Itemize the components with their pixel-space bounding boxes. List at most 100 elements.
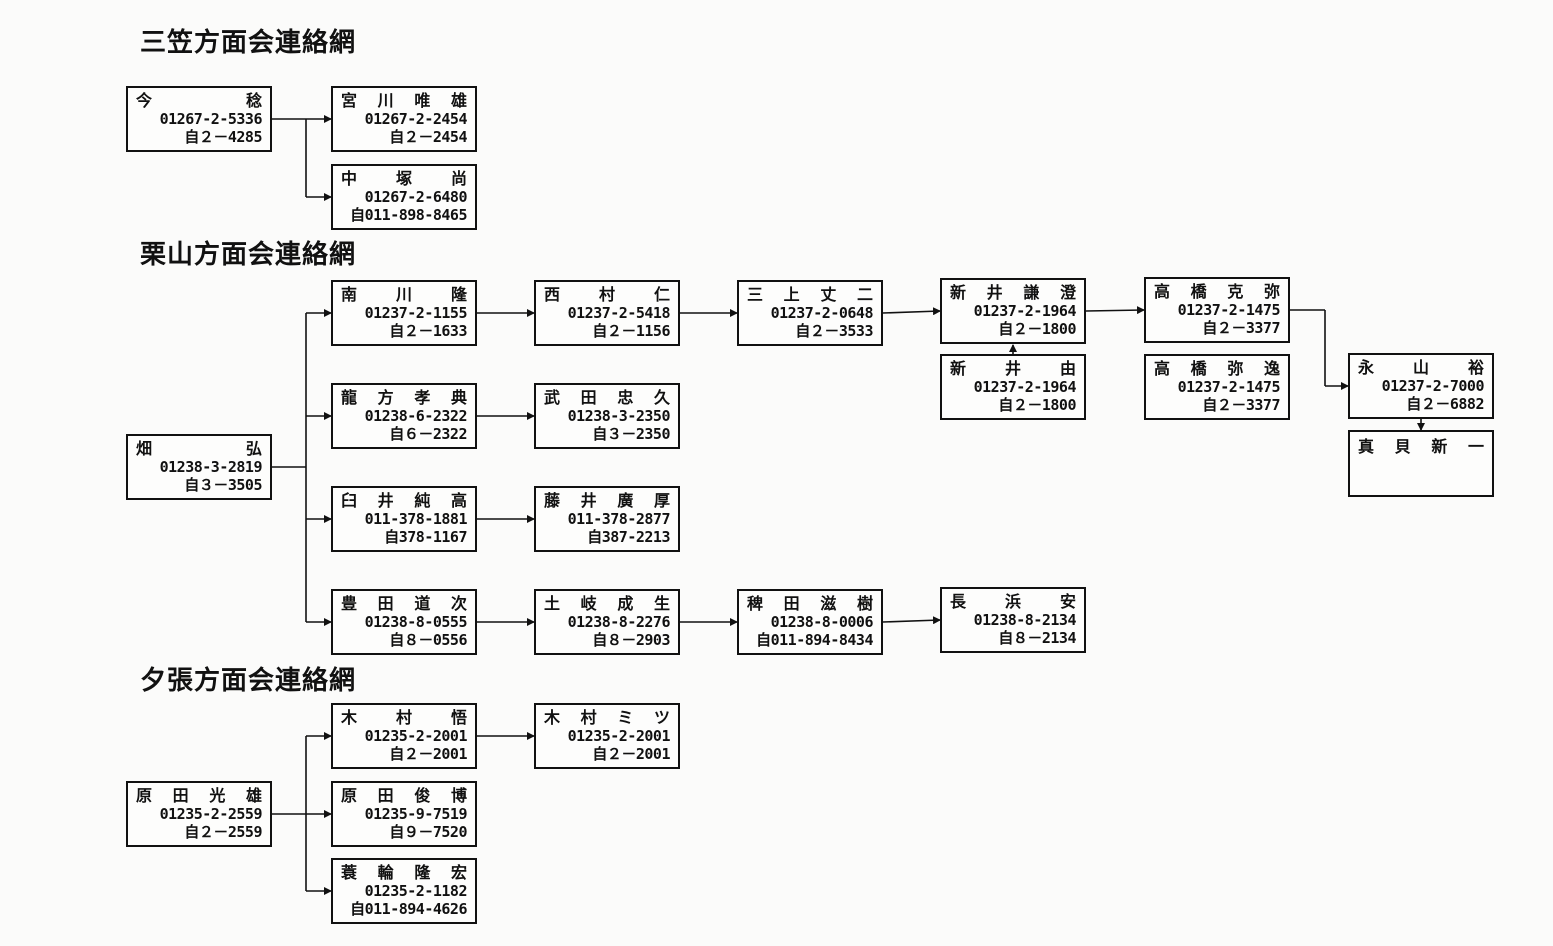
phone-number: 01267-2-2454 [364,110,468,128]
name-char: 尚 [450,169,467,188]
phone-number: 01237-2-1155 [364,304,468,322]
home-phone-number: 自２－1800 [998,320,1076,338]
name-char: 高 [1154,282,1171,301]
name-char: 川 [395,285,412,304]
home-phone-number: 自２－2001 [592,745,670,763]
name-char: 畑 [136,439,153,458]
home-phone-number: 自２－4285 [184,128,262,146]
name-char: 孝 [414,388,431,407]
name-char: 樹 [856,594,873,613]
name-char: 忠 [617,388,634,407]
home-phone-number: 自２－3533 [795,322,873,340]
name-char: 田 [377,594,394,613]
name-char: 木 [341,708,358,727]
home-phone-number: 自２－2001 [389,745,467,763]
phone-number: 01235-9-7519 [364,805,468,823]
name-char: 井 [986,283,1003,302]
name-char: 川 [377,91,394,110]
contact-name: 西村仁 [544,285,670,304]
name-char: 武 [544,388,561,407]
home-phone-number: 自３－3505 [184,476,262,494]
name-char: 上 [783,285,800,304]
phone-number: 01237-2-1964 [973,302,1077,320]
contact-name: 土岐成生 [544,594,670,613]
name-char: 由 [1059,359,1076,378]
home-phone-number: 自３－2350 [592,425,670,443]
name-char: 裕 [1467,358,1484,377]
name-char: 唯 [414,91,431,110]
phone-number: 01238-3-2350 [567,407,671,425]
home-phone-number: 自８－2903 [592,631,670,649]
name-char: 長 [950,592,967,611]
phone-number: 01267-2-5336 [159,110,263,128]
name-char: 道 [414,594,431,613]
name-char: 弘 [245,439,262,458]
home-phone-number: 自387-2213 [587,528,670,546]
contact-name: 今稔 [136,91,262,110]
name-char: 塚 [395,169,412,188]
name-char: 井 [1004,359,1021,378]
home-phone-number: 自011-894-8434 [756,631,873,649]
name-char: 田 [377,786,394,805]
home-phone-number: 自８－2134 [998,629,1076,647]
phone-number: 01238-8-0006 [770,613,874,631]
phone-number: 011-378-2877 [567,510,671,528]
phone-number: 01235-2-1182 [364,882,468,900]
contact-name: 新井由 [950,359,1076,378]
name-char: 三 [747,285,764,304]
phone-number: 01235-2-2559 [159,805,263,823]
name-char: 新 [950,359,967,378]
contact-box-k9: 真貝新一 [1348,430,1494,497]
name-char: 稗 [747,594,764,613]
home-phone-number: 自011-894-4626 [350,900,467,918]
contact-name: 長浜安 [950,592,1076,611]
name-char: 西 [544,285,561,304]
contact-name: 高橋弥逸 [1154,359,1280,378]
name-char: 木 [544,708,561,727]
contact-name: 龍方孝典 [341,388,467,407]
contact-name: 中塚尚 [341,169,467,188]
phone-number: 01238-8-2134 [973,611,1077,629]
name-char: 山 [1412,358,1429,377]
contact-name: 原田俊博 [341,786,467,805]
name-char: 澄 [1059,283,1076,302]
phone-number: 011-378-1881 [364,510,468,528]
phone-number: 01237-2-1475 [1177,378,1281,396]
phone-number: 01237-2-1964 [973,378,1077,396]
name-char: 原 [341,786,358,805]
home-phone-number: 自６－2322 [389,425,467,443]
home-phone-number: 自８－0556 [389,631,467,649]
name-char: 弥 [1263,282,1280,301]
name-char: 典 [450,388,467,407]
connector-arrow [882,307,941,316]
section-title-mikasa: 三笠方面会連絡網 [140,28,357,58]
phone-number: 01237-2-7000 [1381,377,1485,395]
home-phone-number: 自２－1156 [592,322,670,340]
home-phone-number: 自２－1800 [998,396,1076,414]
name-char: 純 [414,491,431,510]
name-char: 雄 [450,91,467,110]
name-char: 弥 [1227,359,1244,378]
name-char: 方 [377,388,394,407]
contact-name: 藤井廣厚 [544,491,670,510]
contact-name: 稗田滋樹 [747,594,873,613]
name-char: 田 [783,594,800,613]
contact-name: 南川隆 [341,285,467,304]
name-char: ツ [653,708,670,727]
name-char: 稔 [245,91,262,110]
name-char: 今 [136,91,153,110]
section-title-yubari: 夕張方面会連絡網 [140,666,357,696]
name-char: 村 [395,708,412,727]
name-char: 貝 [1394,437,1411,456]
